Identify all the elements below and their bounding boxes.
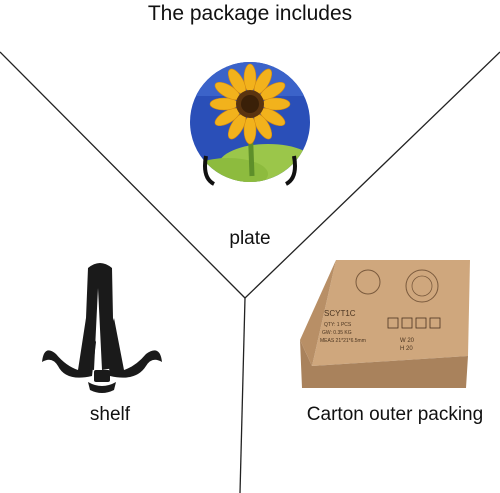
sunflower-plate-icon — [190, 62, 310, 186]
page-title: The package includes — [147, 2, 353, 25]
carton-gw-text: GW: 0.35 KG — [322, 330, 352, 336]
shelf-label: shelf — [89, 404, 131, 425]
plate-stand-icon — [42, 263, 162, 393]
carton-model-text: SCYT1C — [324, 309, 356, 318]
plate-label: plate — [229, 228, 271, 249]
carton-h-text: H 20 — [400, 346, 413, 352]
carton-box-icon: SCYT1C QTY: 1 PCS GW: 0.35 KG MEAS 21*21… — [300, 260, 470, 388]
carton-w-text: W 20 — [400, 338, 415, 344]
carton-label: Carton outer packing — [306, 404, 484, 425]
carton-qty-text: QTY: 1 PCS — [324, 322, 352, 328]
carton-meas-text: MEAS 21*21*6.5mm — [320, 338, 366, 344]
